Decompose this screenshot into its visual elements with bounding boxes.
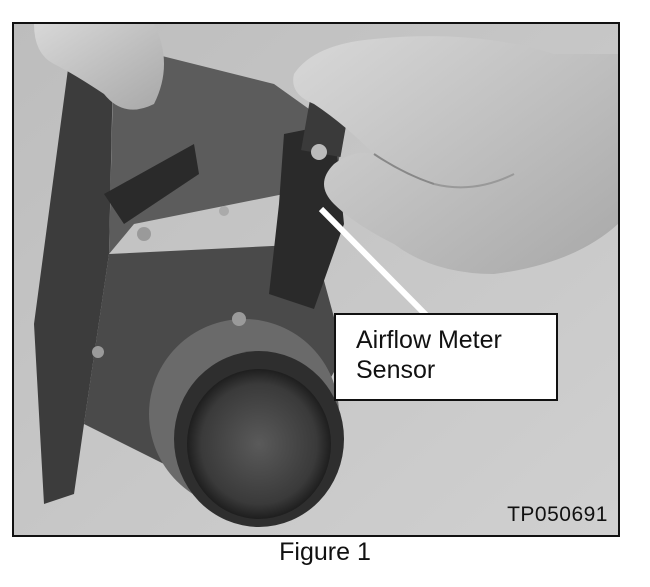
figure-photo: TP050691 [12, 22, 620, 537]
photo-code: TP050691 [507, 503, 608, 526]
callout-label-line-1: Airflow Meter [356, 326, 502, 354]
photo-illustration [14, 24, 618, 535]
figure-caption: Figure 1 [279, 538, 371, 566]
callout-label-line-2: Sensor [356, 356, 436, 384]
callout-label-box: Airflow Meter Sensor [334, 313, 558, 401]
callout-leader-line [318, 206, 430, 319]
